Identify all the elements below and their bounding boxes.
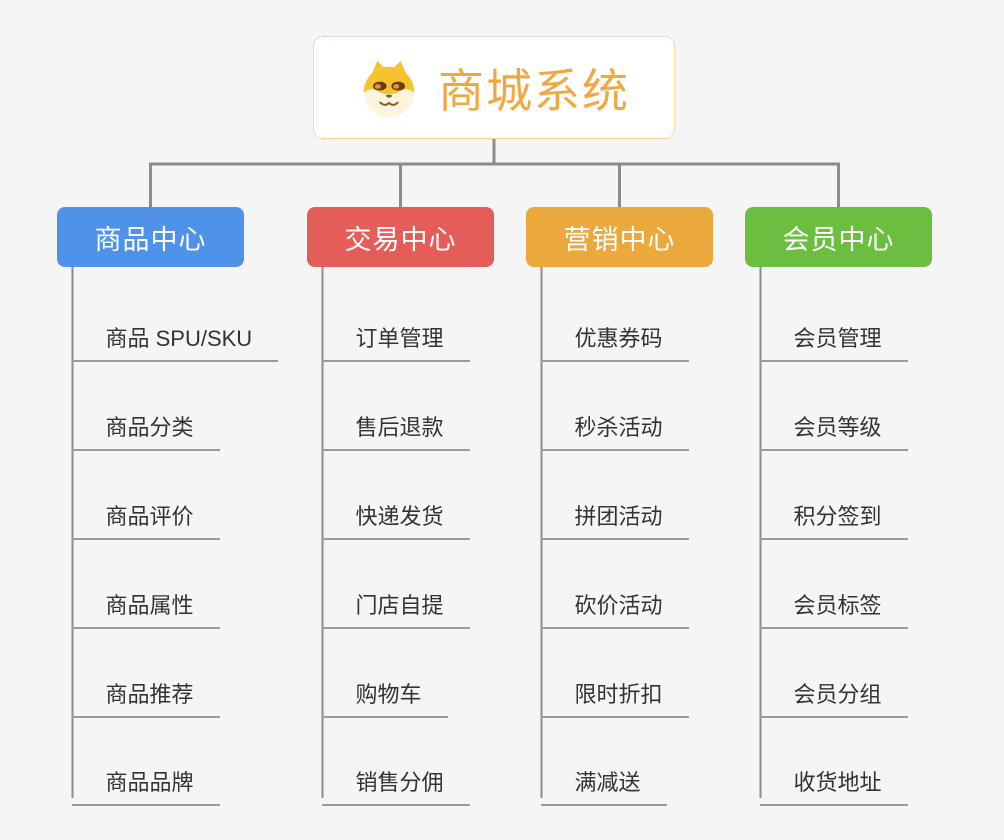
shiba-dog-icon	[358, 57, 420, 119]
leaf-node[interactable]: 满减送	[540, 749, 667, 806]
leaf-node[interactable]: 售后退款	[321, 394, 470, 451]
branch-node-trade-center[interactable]: 交易中心	[307, 207, 494, 267]
branch-node-member-center[interactable]: 会员中心	[745, 207, 932, 267]
leaf-node[interactable]: 秒杀活动	[540, 394, 689, 451]
leaf-node[interactable]: 商品 SPU/SKU	[71, 305, 279, 362]
branch-label: 营销中心	[563, 224, 676, 255]
leaf-node[interactable]: 快递发货	[321, 483, 470, 540]
root-title: 商城系统	[438, 64, 630, 117]
leaf-node[interactable]: 销售分佣	[321, 749, 470, 806]
branch-label: 商品中心	[94, 224, 207, 255]
branch-label: 会员中心	[782, 224, 895, 255]
root-node[interactable]: 商城系统	[313, 36, 675, 139]
leaf-node[interactable]: 优惠券码	[540, 305, 689, 362]
leaf-node[interactable]: 限时折扣	[540, 661, 689, 718]
leaf-node[interactable]: 收货地址	[759, 749, 908, 806]
leaf-node[interactable]: 门店自提	[321, 572, 470, 629]
leaf-node[interactable]: 商品属性	[71, 572, 220, 629]
leaf-node[interactable]: 会员分组	[759, 661, 908, 718]
leaf-node[interactable]: 商品分类	[71, 394, 220, 451]
leaf-node[interactable]: 会员管理	[759, 305, 908, 362]
branch-node-marketing-center[interactable]: 营销中心	[526, 207, 713, 267]
leaf-node[interactable]: 会员标签	[759, 572, 908, 629]
leaf-node[interactable]: 会员等级	[759, 394, 908, 451]
leaf-node[interactable]: 购物车	[321, 661, 448, 718]
leaf-node[interactable]: 订单管理	[321, 305, 470, 362]
leaf-node[interactable]: 商品评价	[71, 483, 220, 540]
branch-label: 交易中心	[344, 224, 457, 255]
leaf-node[interactable]: 拼团活动	[540, 483, 689, 540]
leaf-node[interactable]: 积分签到	[759, 483, 908, 540]
leaf-node[interactable]: 砍价活动	[540, 572, 689, 629]
branch-node-product-center[interactable]: 商品中心	[57, 207, 244, 267]
leaf-node[interactable]: 商品品牌	[71, 749, 220, 806]
leaf-node[interactable]: 商品推荐	[71, 661, 220, 718]
